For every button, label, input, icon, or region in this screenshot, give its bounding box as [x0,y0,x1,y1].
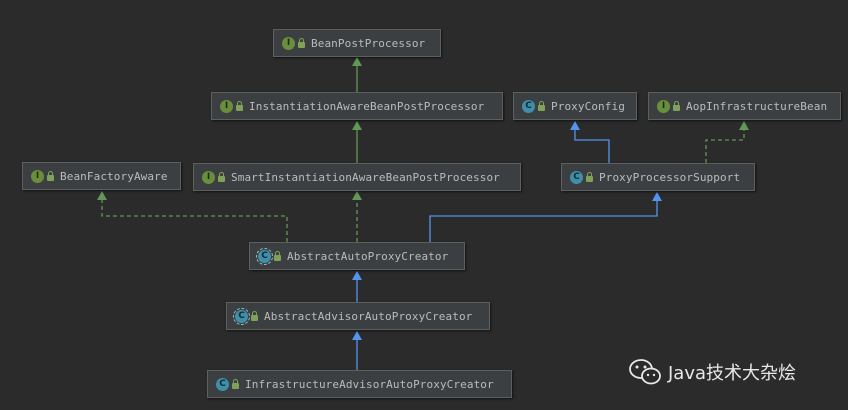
edge-line [429,201,658,242]
node-label: BeanPostProcessor [311,36,426,50]
node-label: BeanFactoryAware [60,169,168,183]
node-label: InfrastructureAdvisorAutoProxyCreator [245,377,494,391]
node-infrastructure-advisor-auto-proxy-creator[interactable]: C InfrastructureAdvisorAutoProxyCreator [207,370,512,398]
edge-abstract-auto-proxy-creator-to-bean-factory-aware [97,191,288,242]
class-icon: C [522,99,535,113]
arrowhead [352,57,362,66]
lock-icon [586,172,593,182]
edge-abstract-auto-proxy-creator-to-proxy-processor-support [429,192,662,242]
lock-icon [232,379,239,389]
node-abstract-advisor-auto-proxy-creator[interactable]: C AbstractAdvisorAutoProxyCreator [226,302,490,330]
node-proxy-processor-support[interactable]: C ProxyProcessorSupport [561,163,755,191]
node-label: InstantiationAwareBeanPostProcessor [249,99,485,113]
node-bean-post-processor[interactable]: I BeanPostProcessor [273,29,441,57]
arrowhead [570,121,580,130]
edge-line [574,130,610,163]
lock-icon [673,101,680,111]
node-instantiation-aware-bean-post-processor[interactable]: I InstantiationAwareBeanPostProcessor [211,92,503,120]
wechat-icon [629,359,661,385]
node-bean-factory-aware[interactable]: I BeanFactoryAware [22,162,181,190]
arrowhead [97,191,107,200]
node-label: SmartInstantiationAwareBeanPostProcessor [231,170,500,184]
lock-icon [274,251,281,261]
arrowhead [352,331,362,340]
lock-icon [218,172,225,182]
interface-icon: I [202,170,215,184]
edge-abstract-advisor-to-abstract-auto-proxy-creator [352,271,362,302]
node-smart-instantiation-aware-bean-post-processor[interactable]: I SmartInstantiationAwareBeanPostProcess… [193,163,521,191]
lock-icon [251,311,258,321]
node-label: AopInfrastructureBean [686,99,828,113]
lock-icon [298,38,305,48]
arrowhead [352,271,362,280]
edge-line [101,200,288,242]
arrowhead [739,121,749,130]
interface-icon: I [220,99,233,113]
abstract-class-icon: C [233,307,250,325]
node-label: AbstractAutoProxyCreator [287,249,449,263]
interface-icon: I [282,36,295,50]
node-abstract-auto-proxy-creator[interactable]: C AbstractAutoProxyCreator [249,242,465,270]
lock-icon [236,101,243,111]
class-icon: C [570,170,583,184]
edge-abstract-auto-proxy-creator-to-smart [352,191,362,242]
arrowhead [652,192,662,201]
node-aop-infrastructure-bean[interactable]: I AopInfrastructureBean [648,92,841,120]
lock-icon [538,101,545,111]
edge-proxy-processor-support-to-proxy-config [570,121,610,163]
watermark: Java技术大杂烩 [628,357,796,387]
arrowhead [352,121,362,130]
watermark-text: Java技术大杂烩 [668,363,797,384]
edge-line [705,130,745,163]
edge-proxy-processor-support-to-aop-infrastructure-bean [705,121,749,163]
arrowhead [352,191,362,200]
class-icon: C [216,377,229,391]
node-label: AbstractAdvisorAutoProxyCreator [264,309,473,323]
interface-icon: I [31,169,44,183]
node-proxy-config[interactable]: C ProxyConfig [513,92,637,120]
node-label: ProxyProcessorSupport [599,170,741,184]
node-label: ProxyConfig [551,99,625,113]
lock-icon [47,171,54,181]
edge-smart-to-instantiation-aware [352,121,362,163]
abstract-class-icon: C [256,247,273,265]
edge-infrastructure-advisor-to-abstract-advisor [352,331,362,370]
edge-instantiation-aware-to-bean-post-processor [352,57,362,92]
interface-icon: I [657,99,670,113]
